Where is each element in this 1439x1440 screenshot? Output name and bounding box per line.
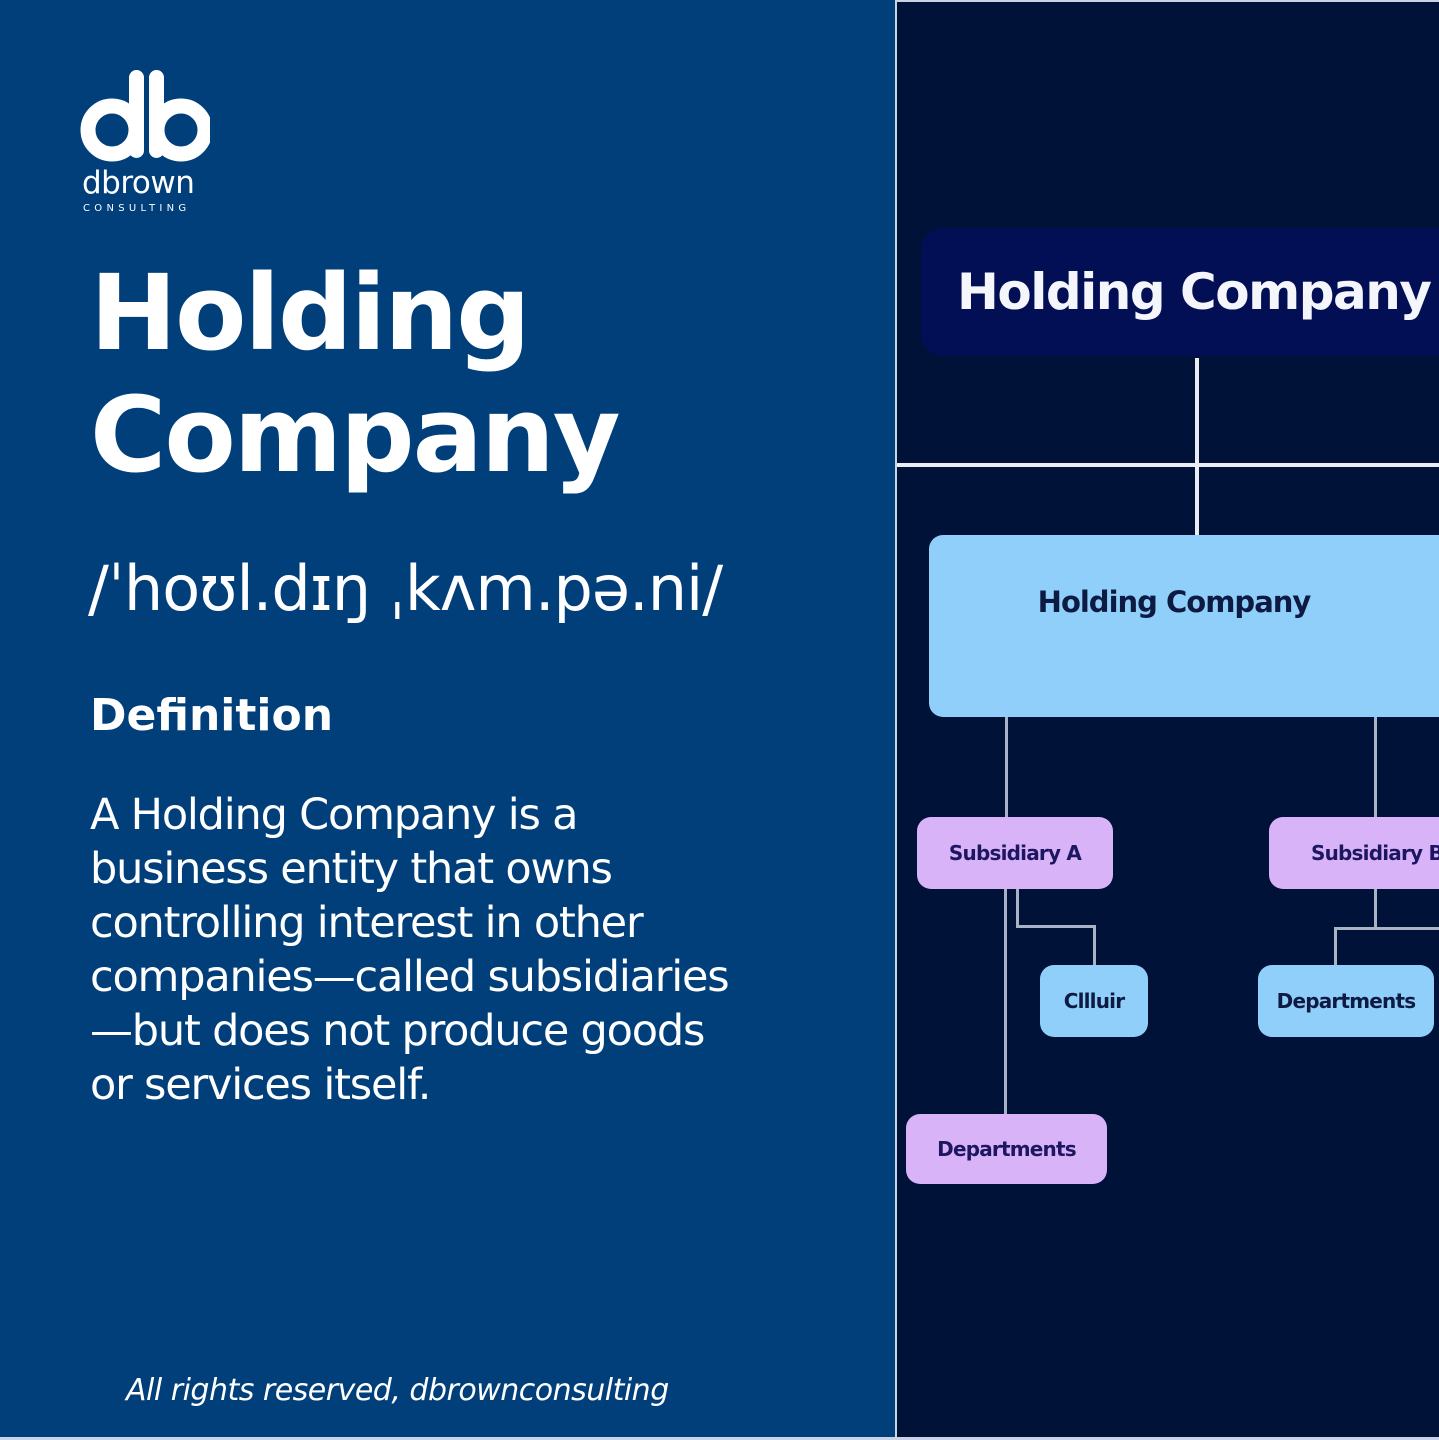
connector-sub-a-branch-across bbox=[1016, 925, 1095, 928]
connector-sub-b-down bbox=[1374, 889, 1377, 929]
root-node-label: Holding Company bbox=[1037, 585, 1312, 619]
connector-sub-a-to-departments bbox=[1004, 889, 1007, 1116]
root-node-box: Holding Company bbox=[929, 535, 1439, 717]
sub-a-child-box: Cllluir bbox=[1040, 965, 1148, 1037]
org-chart-panel: Holding Company Holding Company Subsidia… bbox=[895, 0, 1439, 1438]
subsidiary-b-label: Subsidiary B bbox=[1311, 841, 1439, 865]
connector-root-to-sub-b bbox=[1374, 717, 1377, 819]
sub-a-child-label: Cllluir bbox=[1063, 989, 1125, 1013]
subsidiary-a-box: Subsidiary A bbox=[917, 817, 1113, 889]
connector-root-to-sub-a bbox=[1005, 717, 1008, 819]
sub-a-departments-label: Departments bbox=[937, 1137, 1077, 1161]
sub-b-departments-box: Departments bbox=[1258, 965, 1434, 1037]
brand-logo: dbrown CONSULTING bbox=[80, 68, 210, 214]
brand-tagline: CONSULTING bbox=[83, 203, 191, 214]
connector-sub-a-branch-down bbox=[1016, 889, 1019, 927]
sub-b-departments-label: Departments bbox=[1276, 989, 1417, 1013]
connector-sub-b-drop bbox=[1334, 927, 1337, 967]
brand-name: dbrown bbox=[82, 165, 195, 201]
sub-a-departments-box: Departments bbox=[906, 1114, 1107, 1184]
pronunciation: /ˈhoʊl.dɪŋ ˌkʌm.pə.ni/ bbox=[88, 552, 723, 625]
left-panel: dbrown CONSULTING Holding Company /ˈhoʊl… bbox=[80, 68, 730, 1408]
bottom-border bbox=[0, 1437, 1439, 1440]
connector-horizontal-bar bbox=[897, 463, 1439, 467]
definition-heading: Definition bbox=[90, 690, 334, 741]
copyright-footer: All rights reserved, dbrownconsulting bbox=[126, 1373, 669, 1408]
connector-sub-b-across bbox=[1334, 927, 1439, 930]
subsidiary-a-label: Subsidiary A bbox=[948, 841, 1082, 865]
title-line-1: Holding bbox=[90, 252, 531, 374]
connector-header-vertical bbox=[1195, 358, 1199, 536]
definition-text: A Holding Company is a business entity t… bbox=[90, 790, 730, 1110]
diagram-header-label: Holding Company bbox=[957, 263, 1432, 321]
connector-sub-a-branch-drop bbox=[1093, 925, 1096, 967]
subsidiary-b-box: Subsidiary B bbox=[1269, 817, 1439, 889]
diagram-header-box: Holding Company bbox=[921, 228, 1439, 356]
title-line-2: Company bbox=[90, 374, 621, 496]
page-title: Holding Company bbox=[90, 252, 621, 496]
db-monogram-icon bbox=[80, 70, 210, 162]
